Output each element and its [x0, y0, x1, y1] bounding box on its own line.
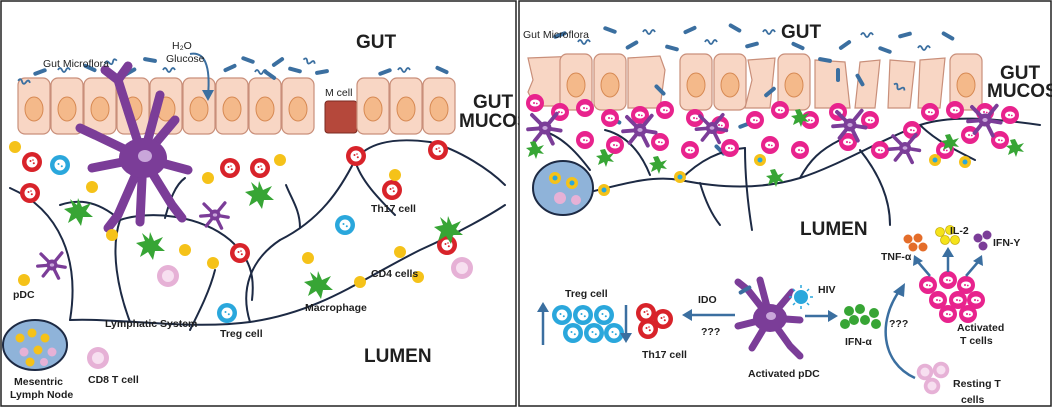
large-dendritic-cell	[75, 61, 193, 233]
right-heading-mucosa-2: MUCOSA	[987, 81, 1052, 102]
left-heading-lumen: LUMEN	[364, 346, 432, 367]
left-label-glucose: Glucose	[166, 53, 205, 65]
il2-molecules	[935, 225, 960, 245]
right-panel: GUT GUT MUCOSA LUMEN Gut Microflora Treg…	[518, 0, 1052, 407]
left-label-lymphatic: Lymphatic System	[105, 318, 197, 330]
activation-arrow-head	[893, 283, 905, 297]
right-label-q2: ???	[889, 318, 908, 330]
right-label-ido: IDO	[698, 294, 717, 306]
left-label-h2o: H₂O	[172, 40, 192, 52]
lavender-cell	[157, 265, 179, 287]
right-heading-mucosa-1: GUT	[1000, 63, 1041, 84]
left-label-mesenteric-1: Mesentric	[14, 376, 63, 388]
cytokine-arrow-heads	[913, 247, 983, 266]
left-label-th17: Th17 cell	[371, 203, 416, 215]
left-cd4-cells	[9, 141, 424, 288]
right-heading-gut: GUT	[781, 22, 822, 43]
ido-arrow-head	[682, 309, 692, 321]
right-label-activated-pdc: Activated pDC	[748, 368, 820, 380]
right-label-gut-microflora: Gut Microflora	[523, 29, 589, 41]
right-heading-lumen: LUMEN	[800, 219, 868, 240]
activated-pdc	[734, 276, 804, 360]
cytokine-arrows	[917, 255, 979, 277]
left-epithelium	[17, 77, 456, 135]
right-lymphatic-vessels	[539, 117, 1041, 231]
absorption-arrow	[189, 52, 210, 97]
lavender-cell-2	[451, 257, 473, 279]
left-label-gut-microflora: Gut Microflora	[43, 58, 109, 70]
mesenteric-lymph-node	[2, 319, 68, 371]
th17-decrease-arrow-head	[620, 333, 632, 343]
left-label-mesenteric-2: Lymph Node	[10, 389, 73, 401]
ifna-arrow-head	[828, 310, 838, 322]
left-label-treg: Treg cell	[220, 328, 263, 340]
tnfa-molecules	[903, 233, 928, 252]
left-label-macrophage: Macrophage	[305, 302, 367, 314]
right-label-hiv: HIV	[818, 284, 836, 296]
right-epithelium	[527, 53, 983, 111]
treg-increase-arrow-head	[537, 302, 549, 312]
left-heading-gut: GUT	[356, 32, 397, 53]
right-label-q1: ???	[701, 326, 720, 338]
left-label-pdc: pDC	[13, 289, 35, 301]
left-label-m-cell: M cell	[325, 87, 352, 99]
right-label-resting-t-2: cells	[961, 394, 985, 406]
right-infected-cd4-cells	[598, 154, 971, 196]
ifna-molecules	[840, 304, 881, 329]
right-label-th17: Th17 cell	[642, 349, 687, 361]
cd8-t-cell	[87, 347, 109, 369]
left-label-cd4: CD4 cells	[371, 268, 418, 280]
right-label-resting-t-1: Resting T	[953, 378, 1001, 390]
right-label-il2: IL-2	[950, 225, 969, 237]
left-panel: GUT GUT MUCOSA LUMEN Gut Microflora H₂O …	[0, 0, 544, 407]
right-label-ifna: IFN-α	[845, 336, 872, 348]
hiv-virion	[789, 285, 813, 309]
left-heading-mucosa-1: GUT	[473, 92, 514, 113]
right-label-treg: Treg cell	[565, 288, 608, 300]
right-label-ifny: IFN-Y	[993, 237, 1020, 249]
m-cell	[324, 100, 358, 134]
activation-arrow	[884, 289, 916, 380]
right-lymph-node	[532, 160, 594, 216]
right-label-activated-t-1: Activated	[957, 322, 1004, 334]
absorption-arrow-head	[202, 90, 214, 101]
right-label-tnfa: TNF-α	[881, 251, 912, 263]
left-label-cd8: CD8 T cell	[88, 374, 139, 386]
right-label-activated-t-2: T cells	[960, 335, 993, 347]
ifny-molecules	[973, 230, 992, 251]
